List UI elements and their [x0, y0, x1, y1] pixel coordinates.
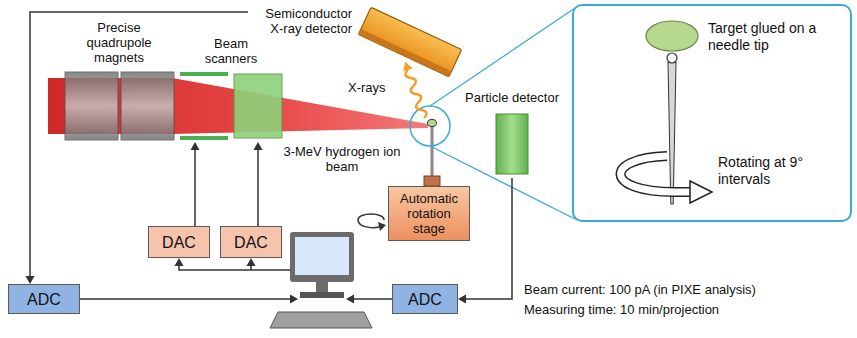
arrowhead: [290, 295, 298, 304]
x-ray-arrowhead: [403, 62, 412, 72]
arrowhead: [175, 258, 184, 266]
rotation-arrowhead: [690, 181, 712, 203]
target-sample: [646, 21, 698, 51]
detector-window: [358, 29, 451, 77]
rotation-arrow-body: [621, 156, 691, 192]
sample-pin: [431, 126, 434, 178]
radiation-label: X-rays: [348, 80, 386, 95]
needle: [668, 62, 676, 204]
box-text: ADC: [27, 290, 61, 309]
node-heading: Particle detector: [456, 90, 568, 105]
deflector-plate: [180, 136, 228, 140]
rotation-stage: Automatic rotation stage: [388, 186, 470, 241]
arrowhead: [254, 142, 263, 150]
box-text: DAC: [162, 233, 196, 252]
condition-note: Beam current: 100 pA (in PIXE analysis): [524, 282, 756, 297]
particle-detector: Particle detector: [456, 90, 568, 178]
monitor-frame: [290, 232, 354, 282]
signal-wire: [194, 150, 196, 226]
rotation-arrowhead: [378, 222, 386, 231]
detector-housing: [358, 7, 461, 76]
control-wire: [250, 266, 252, 270]
node-heading: Semiconductor X-ray detector: [252, 6, 352, 36]
needle-tip: [667, 53, 677, 63]
detector-body: [496, 114, 528, 174]
arrowhead: [26, 276, 35, 284]
signal-wire: [466, 178, 512, 299]
monitor-stand: [316, 282, 328, 292]
target-sample: [428, 120, 437, 127]
adc-box: ADC: [8, 284, 80, 314]
monitor-screen: [295, 237, 349, 275]
arrowhead: [458, 295, 466, 304]
dac-box: DAC: [220, 226, 282, 258]
magnetic-scanner: [234, 74, 282, 138]
signal-wire: [257, 150, 259, 226]
signal-connector: [191, 142, 200, 226]
quadrupole-magnet: Precise quadrupole magnets: [60, 20, 178, 144]
magnet-block: [65, 72, 118, 140]
zoom-circle: [410, 106, 450, 146]
data-wire: [354, 298, 392, 300]
node-heading: Beam scanners: [194, 36, 268, 66]
data-wire: [80, 298, 290, 300]
beam-label: 3-MeV hydrogen ion beam: [282, 144, 402, 174]
arrowhead: [346, 295, 354, 304]
x-ray-wave: [405, 70, 426, 118]
monitor-base: [300, 292, 344, 298]
signal-connector: [254, 142, 263, 226]
x-ray-detector: Semiconductor X-ray detector: [248, 4, 464, 80]
box-text: Automatic rotation stage: [392, 191, 466, 236]
adc-box: ADC: [392, 284, 458, 314]
box-text: DAC: [234, 233, 268, 252]
box-text: ADC: [408, 290, 442, 309]
arrowhead: [247, 258, 256, 266]
target-inset: Target glued on a needle tipRotating at …: [572, 4, 852, 222]
beam-scanner: Beam scanners: [176, 36, 286, 142]
node-heading: Precise quadrupole magnets: [79, 20, 159, 65]
pin-holder: [424, 176, 440, 186]
magnet-block: [121, 72, 174, 140]
control-wire: [179, 266, 290, 270]
dac-box: DAC: [148, 226, 210, 258]
condition-note: Measuring time: 10 min/projection: [524, 302, 719, 317]
arrowhead: [191, 142, 200, 150]
node-heading: Rotating at 9° intervals: [718, 154, 836, 188]
rotation-arrow-outline: [621, 156, 690, 192]
keyboard: [270, 312, 372, 328]
node-heading: Target glued on a needle tip: [708, 20, 832, 54]
deflector-plate: [180, 72, 228, 76]
